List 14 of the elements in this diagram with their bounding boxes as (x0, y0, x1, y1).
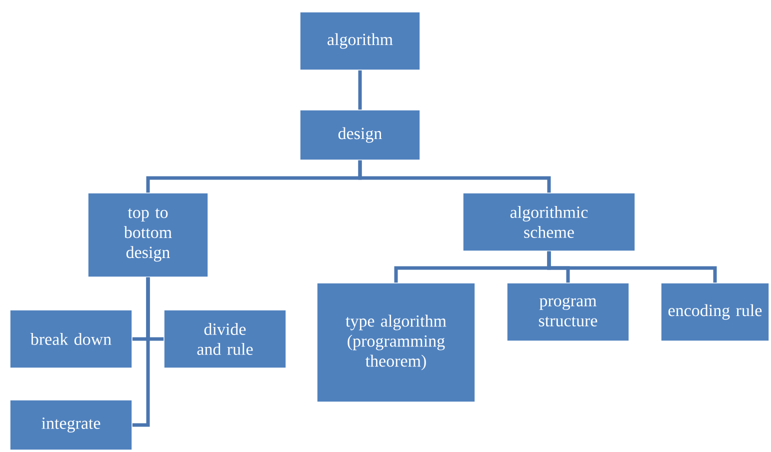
concept-box: integrate (10, 400, 132, 450)
connector-line (132, 277, 150, 427)
concept-box: top to bottom design (88, 192, 208, 278)
connector-line (547, 251, 717, 283)
connector-line (358, 160, 551, 193)
concept-box: algorithm (300, 12, 420, 70)
concept-box: divide and rule (164, 310, 286, 368)
concept-box: type algorithm (programming theorem) (316, 282, 476, 402)
concept-box: program structure (506, 282, 630, 342)
connector-line (358, 70, 362, 110)
concept-box: design (300, 110, 420, 160)
concept-box: encoding rule (660, 282, 770, 342)
concept-box: break down (10, 310, 132, 368)
concept-box: algorithmic scheme (462, 192, 636, 252)
